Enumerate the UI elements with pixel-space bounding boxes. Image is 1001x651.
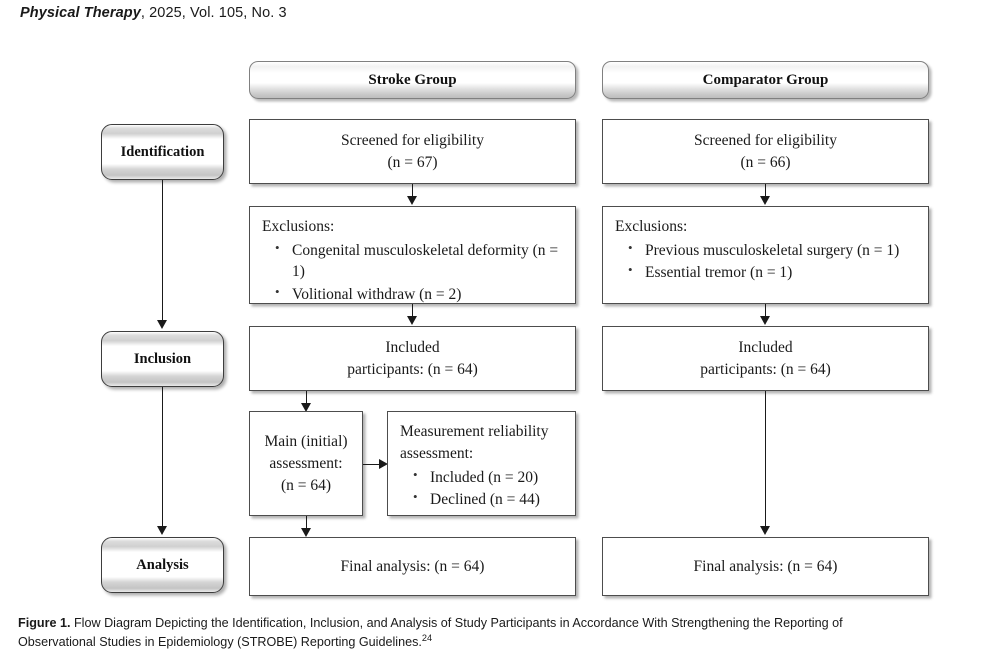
final-analysis-text: Final analysis: (n = 64): [340, 557, 485, 575]
exclusions-title: Exclusions:: [262, 218, 335, 235]
box-comparator-included: Included participants: (n = 64): [602, 326, 929, 391]
stage-label-text: Inclusion: [133, 350, 192, 367]
box-stroke-exclusions: Exclusions: Congenital musculoskeletal d…: [249, 206, 576, 304]
column-header-label: Stroke Group: [368, 71, 457, 88]
list-item: Essential tremor (n = 1): [628, 261, 918, 283]
figure-caption-label: Figure 1.: [18, 616, 71, 630]
screened-title: Screened for eligibility: [341, 131, 484, 149]
arrowhead-comparator-included: [760, 316, 770, 325]
arrowhead-analysis: [157, 526, 167, 535]
arrowhead-inclusion: [157, 320, 167, 329]
box-stroke-included: Included participants: (n = 64): [249, 326, 576, 391]
running-head: Physical Therapy, 2025, Vol. 105, No. 3: [20, 5, 287, 21]
stage-label-analysis: Analysis: [101, 537, 224, 593]
stage-label-inclusion: Inclusion: [101, 331, 224, 387]
connector-inclusion-to-analysis: [162, 387, 163, 528]
arrowhead-stroke-final: [301, 528, 311, 537]
exclusions-list: Congenital musculoskeletal deformity (n …: [262, 239, 565, 305]
included-count: participants: (n = 64): [700, 360, 831, 378]
column-header-stroke-group: Stroke Group: [249, 61, 576, 99]
connector-stroke-included-to-main-assessment: [306, 391, 307, 405]
journal-name: Physical Therapy: [20, 5, 141, 21]
list-item: Declined (n = 44): [413, 488, 565, 510]
main-assessment-line2: assessment:: [269, 454, 343, 472]
arrowhead-stroke-exclusions: [407, 196, 417, 205]
box-stroke-main-assessment: Main (initial) assessment: (n = 64): [249, 411, 363, 516]
stage-label-text: Identification: [120, 143, 205, 160]
reliability-line1: Measurement reliability: [400, 423, 549, 440]
connector-comparator-included-to-final: [765, 391, 766, 528]
connector-stroke-exclusions-to-included: [412, 304, 413, 318]
connector-identification-to-inclusion: [162, 180, 163, 322]
list-item: Congenital musculoskeletal deformity (n …: [275, 239, 565, 283]
main-assessment-count: (n = 64): [280, 476, 332, 494]
column-header-label: Comparator Group: [702, 71, 829, 88]
arrowhead-reliability: [379, 459, 388, 469]
final-analysis-text: Final analysis: (n = 64): [693, 557, 838, 575]
column-header-comparator-group: Comparator Group: [602, 61, 929, 99]
list-item: Previous musculoskeletal surgery (n = 1): [628, 239, 918, 261]
box-comparator-final-analysis: Final analysis: (n = 64): [602, 537, 929, 596]
box-stroke-final-analysis: Final analysis: (n = 64): [249, 537, 576, 596]
arrowhead-comparator-final: [760, 526, 770, 535]
screened-title: Screened for eligibility: [694, 131, 837, 149]
journal-issue: , 2025, Vol. 105, No. 3: [140, 5, 287, 21]
screened-count: (n = 66): [740, 153, 791, 171]
arrowhead-stroke-main-assessment: [301, 403, 311, 412]
reliability-list: Included (n = 20) Declined (n = 44): [400, 466, 565, 511]
included-title: Included: [385, 338, 440, 356]
exclusions-list: Previous musculoskeletal surgery (n = 1)…: [615, 239, 918, 284]
box-stroke-reliability-assessment: Measurement reliability assessment: Incl…: [387, 411, 576, 516]
box-stroke-screened: Screened for eligibility (n = 67): [249, 119, 576, 184]
connector-comparator-screened-to-exclusions: [765, 184, 766, 198]
stage-label-identification: Identification: [101, 124, 224, 180]
arrowhead-stroke-included: [407, 316, 417, 325]
main-assessment-line1: Main (initial): [264, 432, 348, 450]
connector-stroke-main-to-final: [306, 516, 307, 530]
flow-diagram: Stroke Group Comparator Group Identifica…: [0, 0, 1001, 611]
list-item: Volitional withdraw (n = 2): [275, 283, 565, 305]
stage-label-text: Analysis: [136, 556, 189, 573]
included-title: Included: [738, 338, 793, 356]
figure-caption-line2: Observational Studies in Epidemiology (S…: [18, 635, 422, 650]
figure-caption-reference: 24: [421, 632, 433, 643]
screened-count: (n = 67): [387, 153, 438, 171]
exclusions-title: Exclusions:: [615, 218, 688, 235]
box-comparator-screened: Screened for eligibility (n = 66): [602, 119, 929, 184]
reliability-line2: assessment:: [400, 445, 474, 462]
figure-caption: Figure 1. Flow Diagram Depicting the Ide…: [18, 615, 983, 651]
list-item: Included (n = 20): [413, 466, 565, 488]
figure-caption-line1: Flow Diagram Depicting the Identificatio…: [70, 616, 843, 630]
connector-main-to-reliability: [363, 464, 381, 465]
connector-stroke-screened-to-exclusions: [412, 184, 413, 198]
box-comparator-exclusions: Exclusions: Previous musculoskeletal sur…: [602, 206, 929, 304]
included-count: participants: (n = 64): [347, 360, 478, 378]
connector-comparator-exclusions-to-included: [765, 304, 766, 318]
arrowhead-comparator-exclusions: [760, 196, 770, 205]
